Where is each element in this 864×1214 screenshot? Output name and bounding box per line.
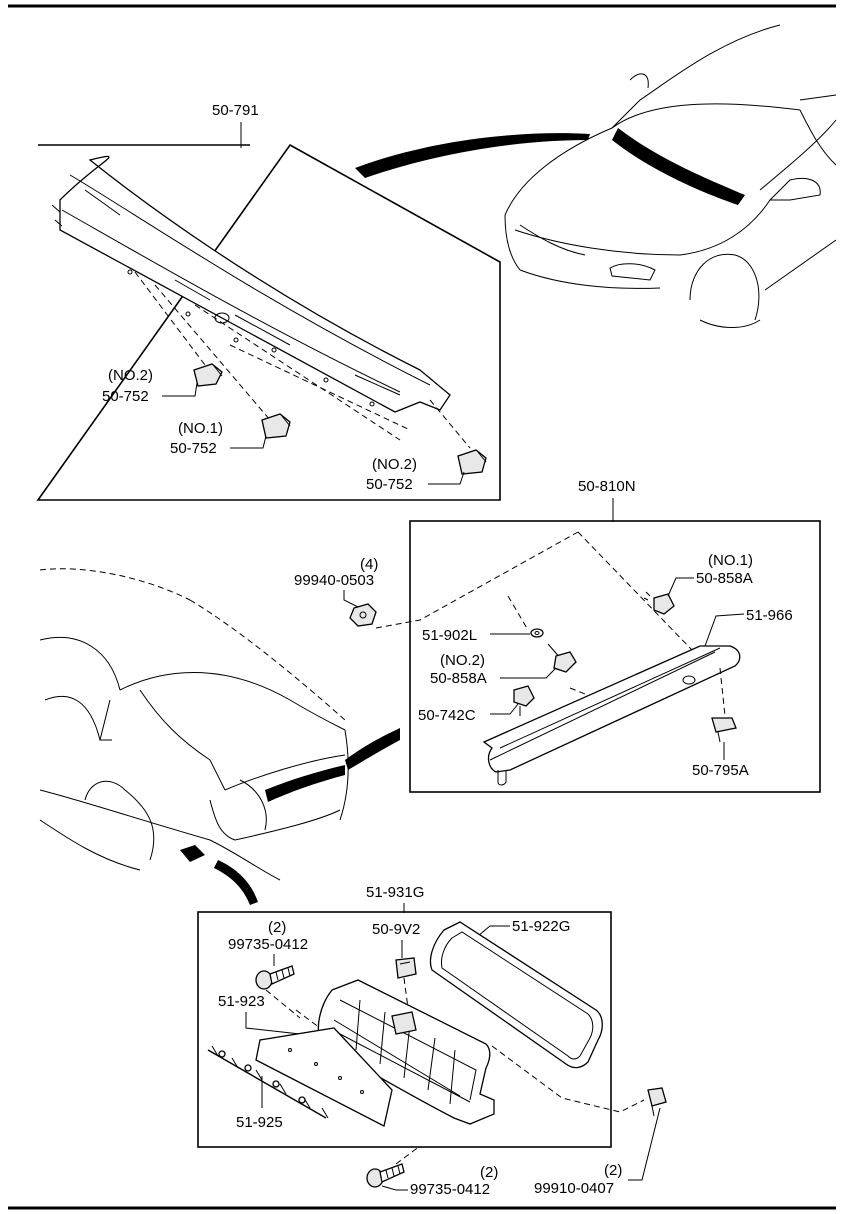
- label-lens: 51-923: [218, 993, 265, 1010]
- label-cowl-clip-no2-left: 50-752: [102, 388, 149, 405]
- label-clip-742c: 50-742C: [418, 707, 476, 724]
- screw-bottom-part: [366, 1163, 405, 1188]
- label-nut-qty: (4): [360, 556, 378, 573]
- socket-part: [395, 957, 417, 979]
- label-gasket: 51-922G: [512, 918, 570, 935]
- label-nut: 99940-0503: [294, 572, 374, 589]
- label-screw-bottom-qty: (2): [480, 1164, 498, 1181]
- label-cowl-clip-no2-left-tag: (NO.2): [108, 367, 153, 384]
- rear-car-illustration: [39, 568, 400, 905]
- label-cowl-grille: 50-791: [212, 102, 259, 119]
- cowl-box: [36, 143, 501, 501]
- label-cowl-clip-no1: 50-752: [170, 440, 217, 457]
- clip-742c-part: [513, 685, 535, 716]
- label-clip-bottom-qty: (2): [604, 1162, 622, 1179]
- label-fastener-no1-tag: (NO.1): [708, 552, 753, 569]
- label-socket: 50-9V2: [372, 921, 420, 938]
- garnish-part: [482, 645, 741, 786]
- fastener-no2-part: [547, 643, 577, 673]
- label-washer: 51-902L: [422, 627, 477, 644]
- clip-795a-part: [711, 717, 737, 743]
- front-car-illustration: [355, 24, 837, 328]
- label-clip-bottom: 99910-0407: [534, 1180, 614, 1197]
- clip-bottom-part: [647, 1087, 667, 1117]
- bulb-harness-part: [207, 1045, 329, 1119]
- label-garnish-assy: 50-810N: [578, 478, 636, 495]
- cowl-clip-right: [457, 449, 487, 475]
- gasket-part: [429, 921, 603, 1069]
- fastener-no1-part: [643, 591, 675, 615]
- lamp-box: [197, 911, 612, 1148]
- washer-part: [530, 628, 544, 638]
- label-lamp-assy: 51-931G: [366, 884, 424, 901]
- cowl-dashed-leaders: [134, 271, 471, 449]
- screw-top-part: [255, 965, 295, 990]
- label-clip-795a: 50-795A: [692, 762, 749, 779]
- label-fastener-no2: 50-858A: [430, 670, 487, 687]
- cowl-clip-left: [193, 363, 223, 387]
- label-cowl-clip-no2-right: 50-752: [366, 476, 413, 493]
- cowl-clip-middle: [261, 413, 291, 439]
- label-screw-top-qty: (2): [268, 919, 286, 936]
- nut-part: [349, 603, 377, 627]
- label-fastener-no1: 50-858A: [696, 570, 753, 587]
- label-screw-bottom: 99735-0412: [410, 1181, 490, 1198]
- label-garnish: 51-966: [746, 607, 793, 624]
- garnish-box: [409, 520, 821, 793]
- label-cowl-clip-no2-right-tag: (NO.2): [372, 456, 417, 473]
- label-fastener-no2-tag: (NO.2): [440, 652, 485, 669]
- lens-part: [255, 1027, 393, 1127]
- label-cowl-clip-no1-tag: (NO.1): [178, 420, 223, 437]
- label-screw-top: 99735-0412: [228, 936, 308, 953]
- label-bulb-harness: 51-925: [236, 1114, 283, 1131]
